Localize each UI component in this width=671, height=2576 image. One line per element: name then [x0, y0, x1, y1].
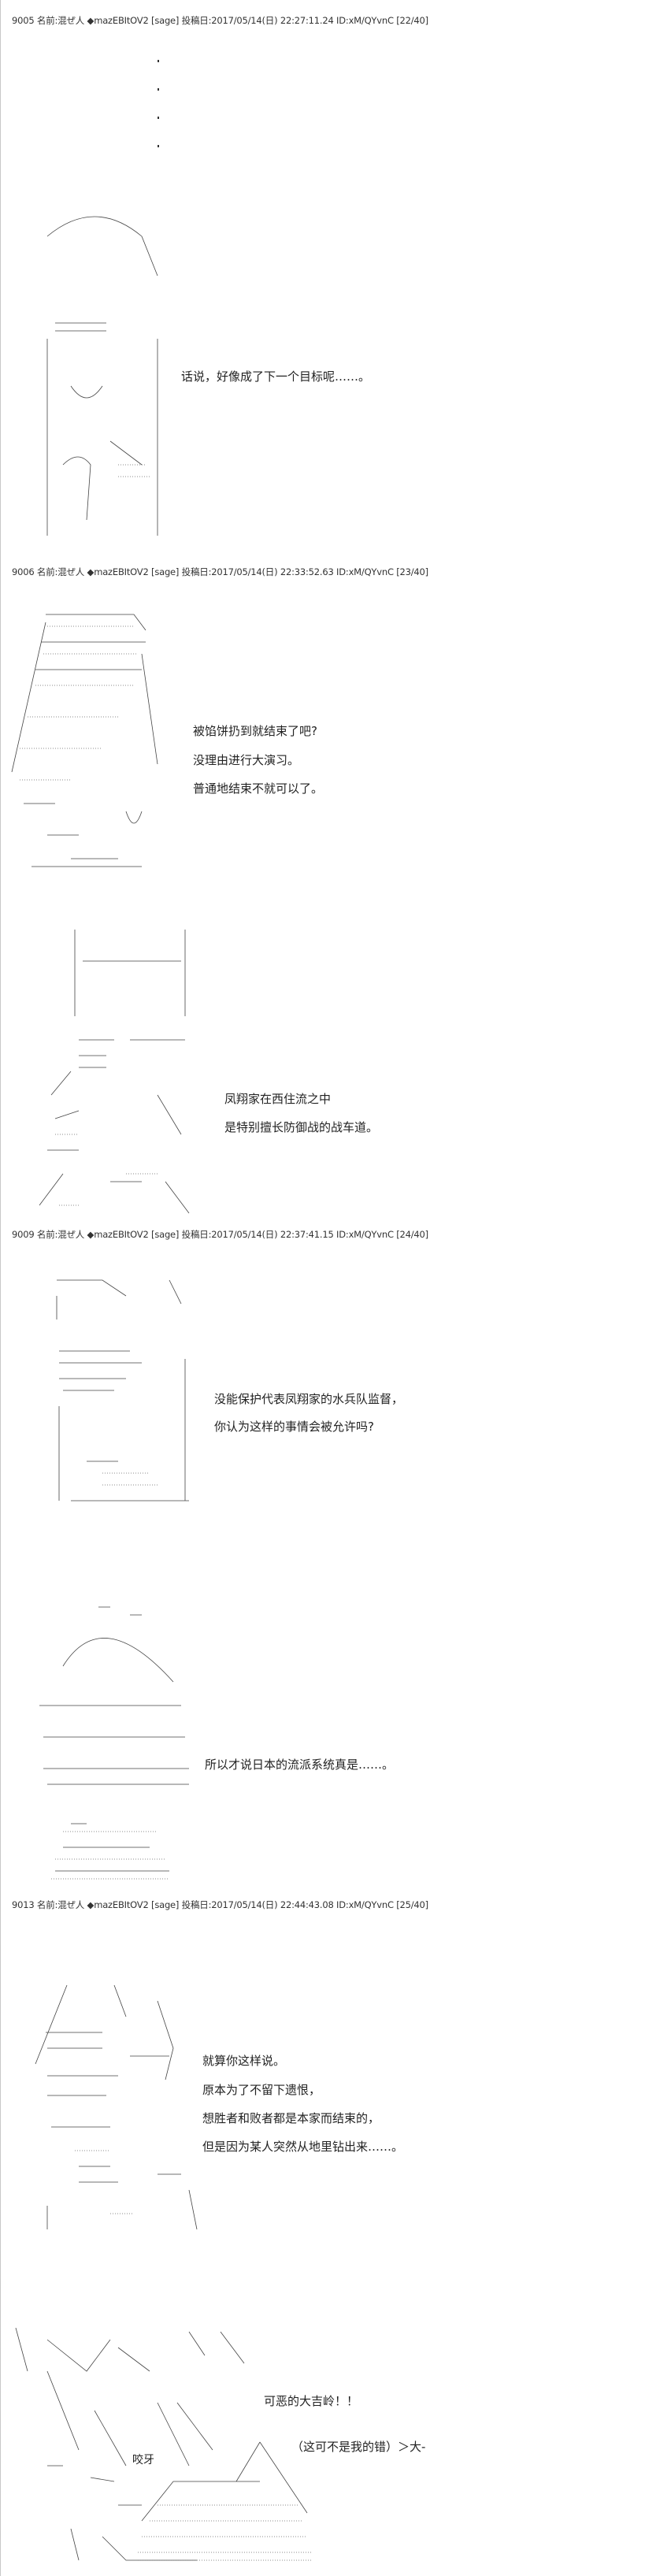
dialogue-line: 就算你这样说。: [202, 2054, 286, 2068]
post-header-9005: 9005 名前:混ぜ人 ◆mazEBItOV2 [sage] 投稿日:2017/…: [12, 15, 428, 26]
ascii-art-figure: [11, 614, 158, 867]
dialogue-line: 可恶的大吉岭！！: [264, 2394, 359, 2408]
sound-effect-label: 咬牙: [132, 2454, 154, 2467]
dialogue-line: 原本为了不留下遗恨，: [202, 2083, 321, 2097]
dialogue-line: 凤翔家在西住流之中: [224, 1092, 332, 1106]
dialogue-line: 普通地结束不就可以了。: [193, 781, 324, 796]
ascii-art-figure: [39, 1606, 189, 1880]
post-header-9006: 9006 名前:混ぜ人 ◆mazEBItOV2 [sage] 投稿日:2017/…: [12, 566, 428, 577]
dialogue-line: 你认为这样的事情会被允许吗?: [214, 1420, 374, 1434]
ascii-art-figure: [35, 1984, 198, 2230]
dialogue-line: 话说，好像成了下一个目标呢……。: [181, 369, 371, 384]
ellipsis-dot: [158, 145, 159, 147]
ascii-art-figure: [15, 2327, 311, 2561]
dialogue-line: 所以才说日本的流派系统真是……。: [205, 1758, 395, 1772]
dialogue-line: 是特别擅长防御战的战车道。: [224, 1120, 379, 1134]
dialogue-aside: （这可不是我的错）＞大-: [291, 2440, 426, 2454]
ellipsis-dot: [158, 117, 159, 119]
dialogue-line: 但是因为某人突然从地里钻出来……。: [202, 2140, 404, 2154]
post-header-9009: 9009 名前:混ぜ人 ◆mazEBItOV2 [sage] 投稿日:2017/…: [12, 1229, 428, 1240]
ellipsis-dot: [158, 88, 159, 91]
dialogue-line: 没能保护代表凤翔家的水兵队监督，: [214, 1392, 404, 1406]
left-border: [0, 0, 1, 2576]
dialogue-line: 被馅饼扔到就结束了吧?: [193, 724, 317, 738]
ellipsis-dot: [158, 60, 159, 62]
ascii-art-figure: [56, 1279, 189, 1501]
ascii-art-figure: [46, 216, 158, 536]
dialogue-line: 想胜者和败者都是本家而结束的，: [202, 2111, 380, 2125]
dialogue-line: 没理由进行大演习。: [193, 753, 300, 767]
post-header-9013: 9013 名前:混ぜ人 ◆mazEBItOV2 [sage] 投稿日:2017/…: [12, 1899, 428, 1910]
ascii-art-figure: [39, 930, 190, 1214]
